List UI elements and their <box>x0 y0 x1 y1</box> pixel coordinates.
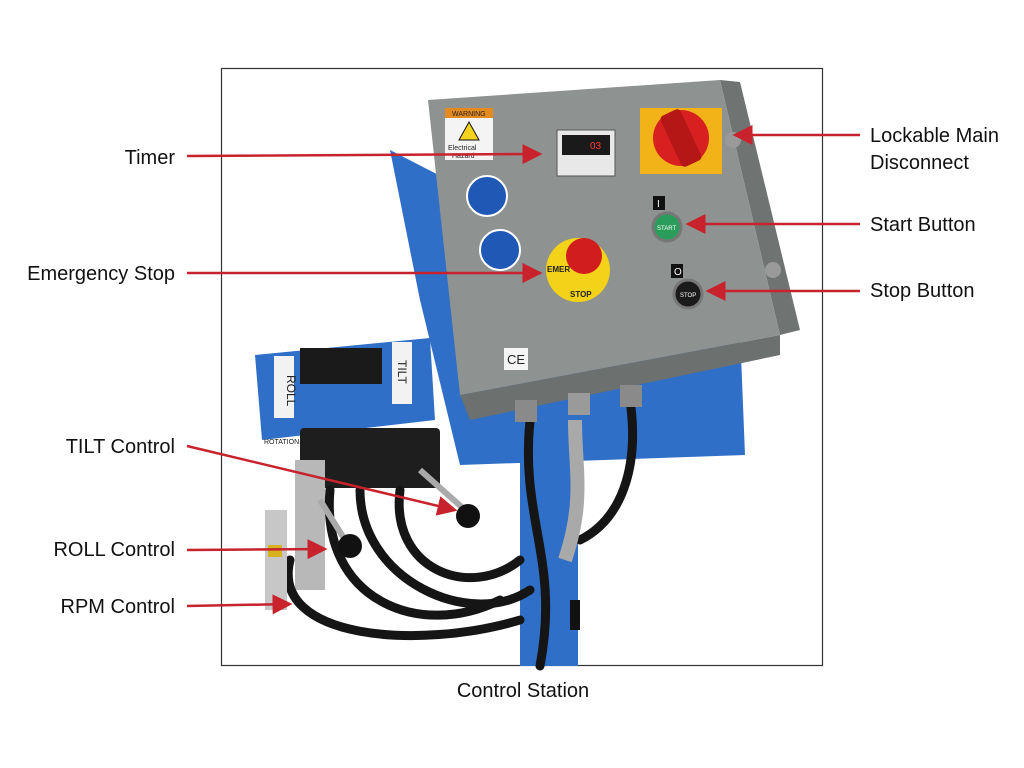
valve-block <box>300 428 440 488</box>
zip-tie <box>570 600 580 630</box>
timer-label: Timer <box>125 147 176 169</box>
tilt-label: TILT <box>395 360 409 384</box>
eye-protection-sign-icon <box>479 229 521 271</box>
tilt-lever-knob <box>456 504 480 528</box>
roll-label: ROLL <box>284 375 298 407</box>
timer-arrow <box>186 144 543 165</box>
control-station-photo: ROLL TILT ROTATION S WARNING Electrical … <box>255 80 800 671</box>
ce-mark: CE <box>507 352 525 367</box>
start-label: START <box>657 226 676 232</box>
tilt-control-label: TILT Control <box>66 436 175 458</box>
rpm-valve <box>265 510 287 610</box>
emergency-stop-label: Emergency Stop <box>27 263 175 285</box>
off-symbol: O <box>674 267 682 278</box>
electrical-label: Electrical <box>448 145 477 152</box>
rpm-control-label: RPM Control <box>61 596 175 618</box>
rotation-label: ROTATION S <box>264 439 306 446</box>
main-disconnect-label-line2: Disconnect <box>870 152 969 174</box>
estop-label: STOP <box>570 290 592 299</box>
start-button-photo <box>651 211 683 243</box>
rpm-control-arrow <box>186 594 293 615</box>
hazard-label: Hazard <box>452 153 475 160</box>
figure-caption: Control Station <box>457 680 589 702</box>
on-symbol: I <box>657 199 660 210</box>
roll-lever-knob <box>338 534 362 558</box>
stop-button-photo <box>672 278 704 310</box>
emergency-label: EMER <box>547 265 570 274</box>
manual-sign-icon <box>466 175 508 217</box>
roll-control-arrow <box>186 539 328 560</box>
warning-label: WARNING <box>452 111 486 118</box>
roll-control-label: ROLL Control <box>53 539 175 561</box>
tilt-control-arrow <box>186 444 458 516</box>
callout-arrows <box>186 125 860 615</box>
stop-button-text: STOP <box>680 293 696 299</box>
stop-button-label: Stop Button <box>870 280 975 302</box>
enclosure-bottom <box>460 335 780 420</box>
start-button-label: Start Button <box>870 214 976 236</box>
hydraulic-hoses <box>283 395 637 671</box>
timer-display: 03 <box>590 141 602 152</box>
main-disconnect-label-line1: Lockable Main <box>870 125 999 147</box>
emergency-stop-button-photo <box>566 238 602 274</box>
